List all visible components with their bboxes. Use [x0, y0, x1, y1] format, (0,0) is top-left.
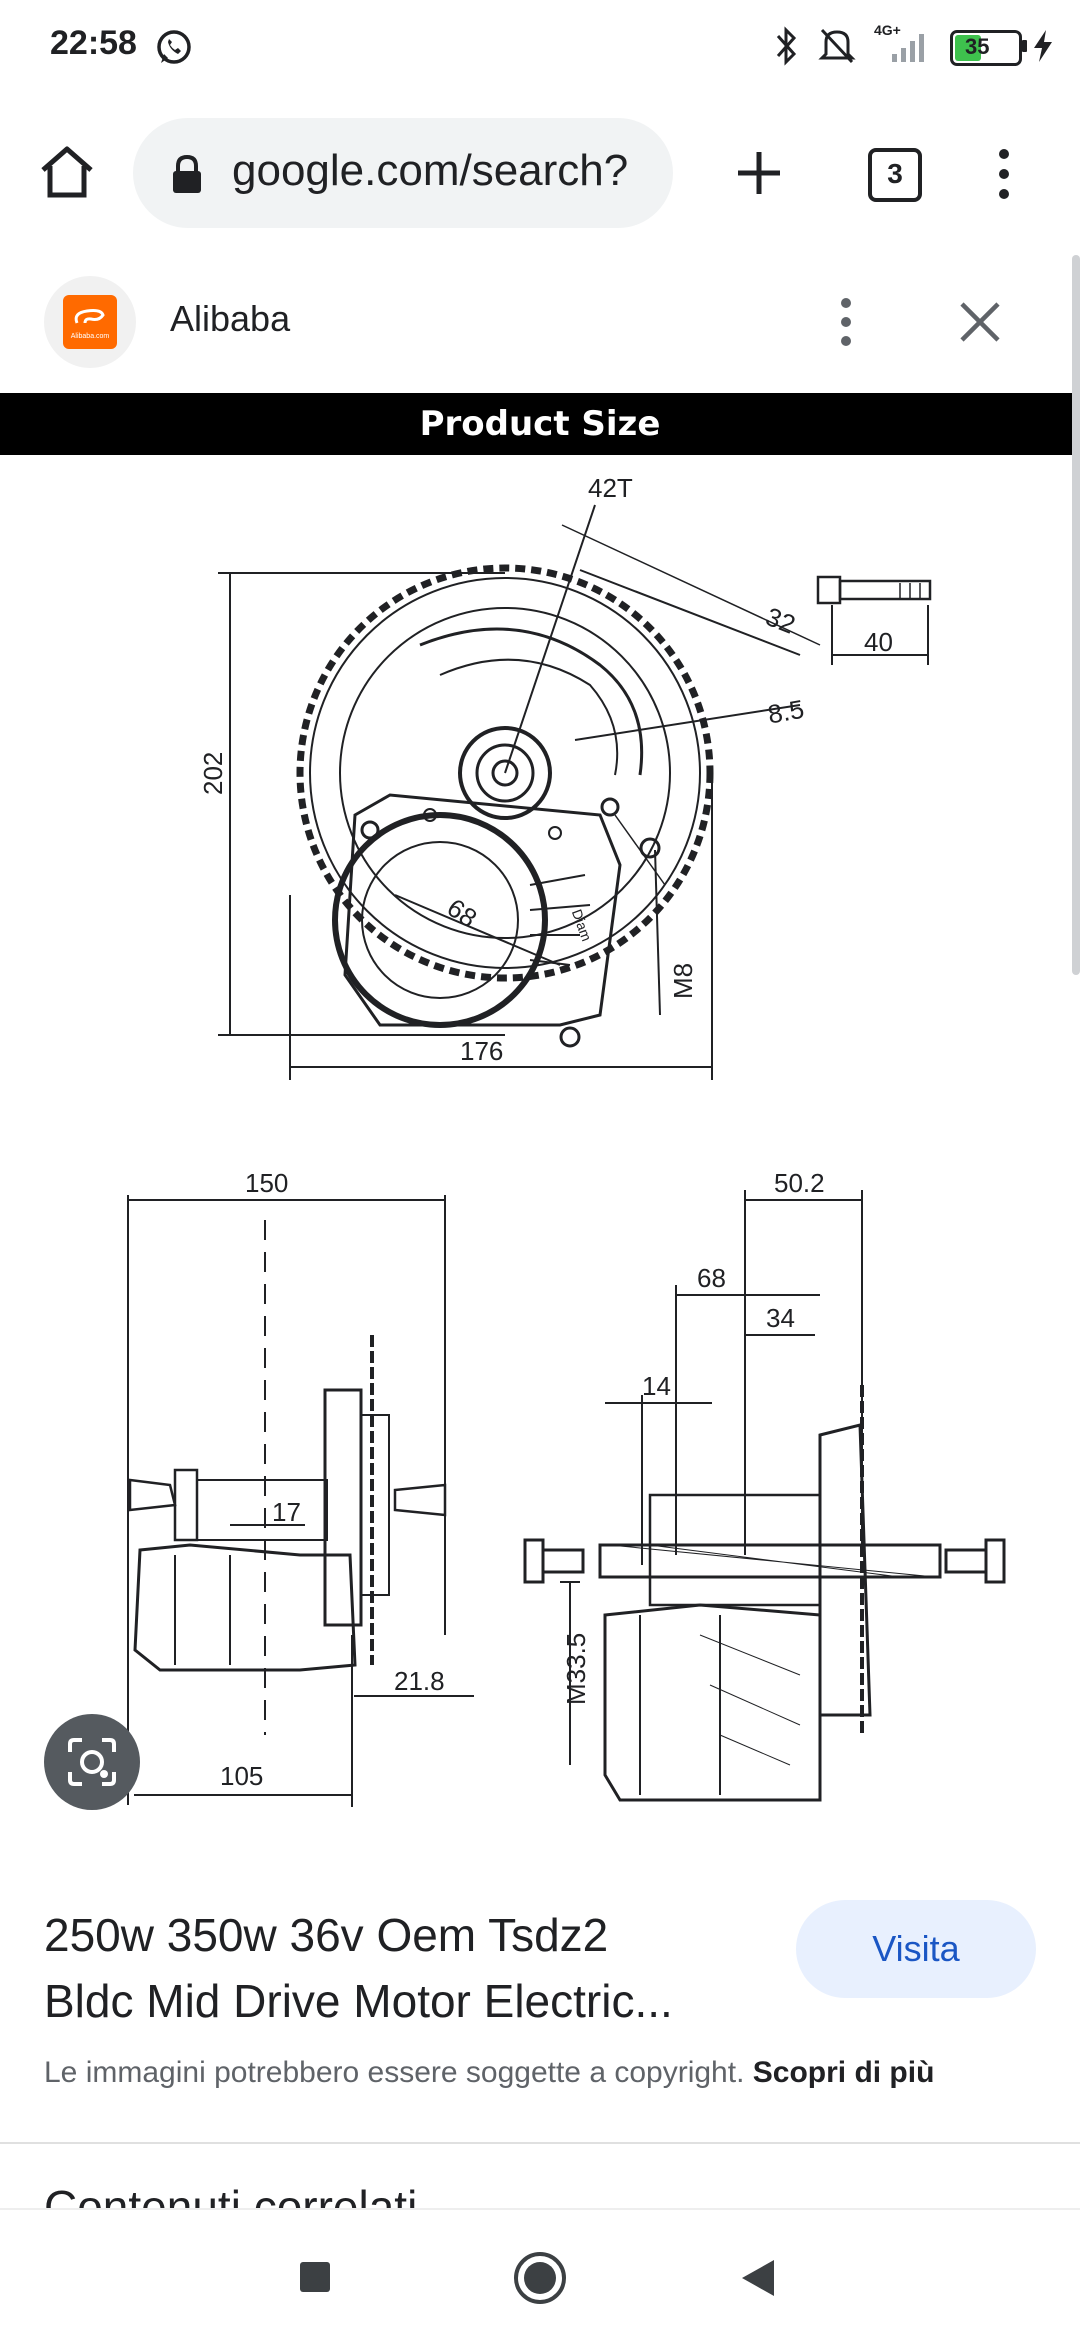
panel-scrollbar[interactable] [1072, 255, 1080, 975]
whatsapp-icon [157, 30, 191, 64]
product-size-title: Product Size [419, 404, 661, 444]
charging-icon [1034, 30, 1052, 62]
dim-68b: 68 [697, 1263, 726, 1293]
dim-32: 32 [762, 601, 800, 640]
dim-8-5: 8.5 [765, 694, 806, 730]
close-icon[interactable] [958, 300, 1002, 344]
back-triangle-icon[interactable] [740, 2258, 776, 2298]
dim-21-8: 21.8 [394, 1666, 445, 1696]
new-tab-icon[interactable] [734, 148, 784, 198]
dim-105: 105 [220, 1761, 263, 1791]
google-lens-button[interactable] [44, 1714, 140, 1810]
status-time: 22:58 [50, 24, 137, 62]
dim-m8: M8 [668, 963, 698, 999]
recents-square-icon[interactable] [300, 2262, 330, 2292]
copyright-text: Le immagini potrebbero essere soggette a… [44, 2056, 745, 2089]
dim-176: 176 [460, 1036, 503, 1066]
dim-diam: Diam [569, 907, 595, 943]
visit-button[interactable]: Visita [796, 1900, 1036, 1998]
bluetooth-icon [776, 26, 797, 66]
dim-202: 202 [198, 752, 228, 795]
dim-42t: 42T [588, 473, 633, 503]
battery-level [955, 35, 981, 61]
dim-m33-5: M33.5 [561, 1633, 591, 1705]
dim-50-2: 50.2 [774, 1168, 825, 1198]
dim-150: 150 [245, 1168, 288, 1198]
copyright-notice: Le immagini potrebbero essere soggette a… [44, 2056, 934, 2090]
panel-more-icon[interactable] [836, 296, 856, 348]
tab-switcher-button[interactable]: 3 [868, 148, 922, 202]
result-title[interactable]: 250w 350w 36v Oem Tsdz2 Bldc Mid Drive M… [44, 1902, 784, 2034]
result-title-line-2: Bldc Mid Drive Motor Electric... [44, 1975, 673, 2027]
product-drawing[interactable]: 42T 32 8.5 202 68 Diam M8 40 176 150 17 … [0, 455, 1080, 1855]
logo-wordmark: Alibaba.com [70, 333, 110, 340]
section-divider [0, 2142, 1080, 2144]
site-logo[interactable]: Alibaba.com [44, 276, 136, 368]
omnibox[interactable] [133, 118, 673, 228]
home-icon[interactable] [38, 144, 96, 200]
tab-count: 3 [887, 158, 903, 189]
product-size-banner [0, 393, 1080, 455]
battery-icon: 35 [950, 30, 1022, 66]
dim-17: 17 [272, 1497, 301, 1527]
dim-34: 34 [766, 1303, 795, 1333]
system-nav-bar [0, 2208, 1080, 2342]
battery-tip [1022, 40, 1027, 52]
result-panel-header [0, 250, 1080, 390]
signal-icon [892, 34, 924, 62]
mute-icon [818, 28, 856, 64]
result-title-line-1: 250w 350w 36v Oem Tsdz2 [44, 1909, 609, 1961]
status-bar: 22:58 4G+ 35 [0, 0, 1080, 90]
lock-icon [173, 154, 201, 193]
learn-more-link[interactable]: Scopri di più [752, 2056, 935, 2089]
dim-40: 40 [864, 627, 893, 657]
dim-14: 14 [642, 1371, 671, 1401]
lens-icon [68, 1738, 116, 1786]
network-type: 4G+ [874, 22, 901, 38]
home-circle-icon[interactable] [512, 2250, 568, 2306]
alibaba-logo-icon: Alibaba.com [63, 295, 117, 349]
more-menu-icon[interactable] [994, 146, 1014, 202]
battery-percent: 35 [965, 34, 990, 59]
url-text[interactable]: google.com/search? [232, 146, 629, 195]
site-name[interactable]: Alibaba [170, 298, 291, 339]
